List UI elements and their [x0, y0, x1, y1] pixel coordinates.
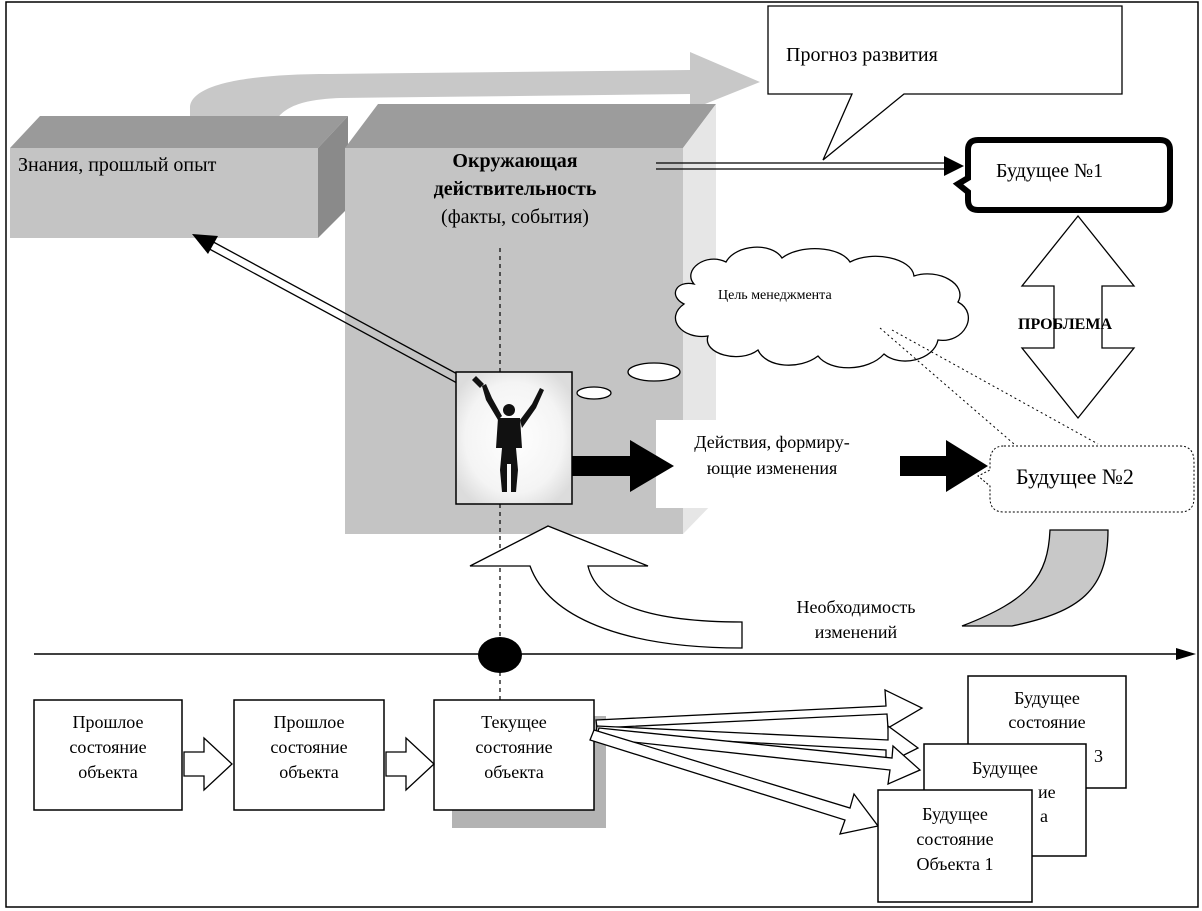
transition-arrow-2: [385, 736, 435, 792]
future-arrow-2b: [595, 727, 922, 786]
past-state-1-line1: Прошлое: [72, 712, 144, 732]
future-arrow-3: [595, 688, 924, 730]
future-state-box-1: [877, 789, 1033, 903]
necessity-label-line2: изменений: [814, 622, 898, 642]
future-state-1-line1: Будущее: [922, 804, 988, 824]
future1-box: [952, 137, 1173, 213]
feedback-curve-shape: [961, 529, 1109, 627]
environment-title-line2: действительность: [433, 178, 597, 200]
knowledge-loop-arrow: [190, 52, 760, 146]
problem-arrow: [1020, 214, 1136, 420]
past-state-2-line2: состояние: [270, 737, 348, 757]
future-state-1-line3: Объекта 1: [916, 854, 994, 874]
past-state-2-line3: объекта: [279, 762, 339, 782]
current-moment-dot: [478, 637, 522, 673]
current-state-line3: объекта: [484, 762, 544, 782]
past-state-1-line3: объекта: [78, 762, 138, 782]
past-state-box-1: [33, 699, 183, 811]
goal-pointer-b: [891, 329, 1099, 445]
future-state-2-line2: ие: [1038, 782, 1056, 802]
current-state-label: Текущее состояние объекта: [434, 710, 594, 785]
management-goal-label: Цель менеджмента: [718, 288, 832, 303]
experience-arrow: [192, 234, 462, 384]
future-state-3-line2: состояние: [1008, 712, 1086, 732]
thought-bubble-medium: [576, 386, 612, 400]
actions-label-line1: Действия, формиру-: [694, 432, 850, 452]
future-state-2-label: Будущее: [924, 756, 1086, 780]
necessity-label-line1: Необходимость: [796, 597, 916, 617]
past-state-1-label: Прошлое состояние объекта: [34, 710, 182, 785]
forecast-callout-shape: [767, 5, 1123, 161]
actions-arrow-right: [900, 440, 988, 492]
future-state-3-label: Будущее состояние: [968, 686, 1126, 734]
manager-figure: [455, 371, 573, 505]
past-state-2-label: Прошлое состояние объекта: [234, 710, 384, 785]
actions-arrow-left: [572, 440, 674, 492]
past-state-box-2: [233, 699, 385, 811]
current-state-box: [433, 699, 595, 811]
past-state-2-line1: Прошлое: [273, 712, 345, 732]
outer-frame: [5, 1, 1199, 908]
knowledge-box: [10, 116, 348, 238]
future-state-1-line2: состояние: [916, 829, 994, 849]
future1-label: Будущее №1: [996, 160, 1104, 182]
forecast-label: Прогноз развития: [786, 44, 938, 66]
future-state-1-label: Будущее состояние Объекта 1: [878, 802, 1032, 877]
future-arrow-1: [589, 729, 880, 835]
current-state-line2: состояние: [475, 737, 553, 757]
timeline-axis: [34, 648, 1196, 660]
future-state-3-line1: Будущее: [1014, 688, 1080, 708]
actions-label-line2: ющие изменения: [706, 458, 838, 478]
necessity-curved-arrow: [469, 525, 743, 649]
problem-label: ПРОБЛЕМА: [1018, 316, 1112, 333]
future-state-3-line3: 3: [1094, 746, 1103, 766]
knowledge-label: Знания, прошлый опыт: [18, 154, 217, 176]
current-state-line1: Текущее: [481, 712, 547, 732]
future-state-2-line1: Будущее: [972, 758, 1038, 778]
environment-title-line1: Окружающая: [452, 150, 578, 172]
environment-subtitle: (факты, события): [441, 206, 589, 228]
thought-bubble-large: [627, 362, 681, 382]
future2-label: Будущее №2: [1016, 464, 1134, 489]
transition-arrow-1: [183, 736, 233, 792]
future2-box: [977, 445, 1195, 513]
future-state-2-line3: а: [1040, 806, 1048, 826]
forecast-arrow: [656, 156, 964, 176]
management-goal-cloud: [674, 246, 969, 369]
past-state-1-line2: состояние: [69, 737, 147, 757]
actions-panel: [656, 420, 888, 508]
